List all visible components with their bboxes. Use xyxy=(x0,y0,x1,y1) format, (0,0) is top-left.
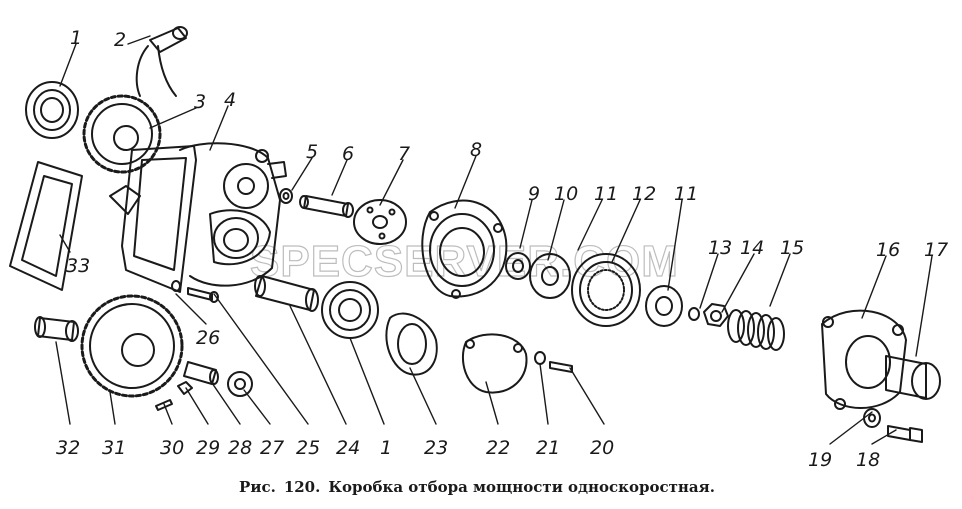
flange-part-7 xyxy=(353,199,407,245)
part-labels: 1 2 3 4 5 6 7 8 9 10 11 12 11 13 14 15 1… xyxy=(56,27,948,471)
housing-part-4 xyxy=(109,142,287,293)
bolt-part-18 xyxy=(887,425,923,443)
label-1-lower: 1 xyxy=(380,437,392,459)
label-23: 23 xyxy=(424,437,448,459)
washer-part-21 xyxy=(534,351,546,365)
bearing-part-1 xyxy=(25,81,79,139)
ring-part-26 xyxy=(171,280,181,292)
bearing-part-1-lower xyxy=(321,281,379,339)
label-26: 26 xyxy=(196,327,220,349)
label-27: 27 xyxy=(260,437,284,459)
caption-title: Коробка отбора мощности односкоростная. xyxy=(328,478,715,496)
roller-bearing-part-32 xyxy=(34,316,79,342)
watermark: SPECSERVER.COM xyxy=(250,237,679,286)
label-2: 2 xyxy=(114,29,126,51)
label-14: 14 xyxy=(740,237,764,259)
label-5: 5 xyxy=(306,141,318,163)
label-12: 12 xyxy=(632,183,656,205)
nut-part-29 xyxy=(177,381,193,395)
washer-part-11 xyxy=(645,285,683,327)
spring-part-15 xyxy=(727,309,785,351)
pin-part-28 xyxy=(183,361,219,385)
label-19: 19 xyxy=(808,449,832,471)
label-4: 4 xyxy=(224,89,236,111)
label-31: 31 xyxy=(102,437,126,459)
ring-part-9 xyxy=(505,252,531,280)
bolt-part-25 xyxy=(187,287,219,303)
end-cover-part-16 xyxy=(821,309,907,410)
label-21: 21 xyxy=(536,437,560,459)
label-6: 6 xyxy=(342,143,354,165)
gear-part-3 xyxy=(82,94,162,174)
label-10: 10 xyxy=(554,183,578,205)
label-3: 3 xyxy=(194,91,206,113)
shaft-end-part-17 xyxy=(885,355,941,400)
washer-part-27 xyxy=(227,371,253,397)
label-1: 1 xyxy=(70,27,82,49)
shift-fork-part-2 xyxy=(135,26,188,97)
label-7: 7 xyxy=(398,143,410,165)
sleeve-part-24 xyxy=(254,275,319,312)
label-16: 16 xyxy=(876,239,900,261)
screw-part-20 xyxy=(549,361,573,373)
caption-prefix: Рис. xyxy=(239,478,276,496)
nut-part-14 xyxy=(703,303,729,327)
figure-caption: Рис. 120. Коробка отбора мощности односкор… xyxy=(0,478,962,496)
label-9: 9 xyxy=(528,183,540,205)
cover-plate-part-22 xyxy=(461,333,528,394)
cover-part-8 xyxy=(421,199,508,299)
label-8: 8 xyxy=(470,139,482,161)
label-25: 25 xyxy=(296,437,320,459)
diaphragm-part-12 xyxy=(571,253,641,327)
label-13: 13 xyxy=(708,237,732,259)
gasket-part-23 xyxy=(385,312,438,376)
label-22: 22 xyxy=(486,437,510,459)
label-11: 11 xyxy=(594,183,618,205)
label-17: 17 xyxy=(924,239,948,261)
label-32: 32 xyxy=(56,437,80,459)
bolt-part-30 xyxy=(155,399,173,411)
ring-part-13 xyxy=(688,307,700,321)
label-11-second: 11 xyxy=(674,183,698,205)
washer-part-5 xyxy=(279,188,293,204)
gasket-part-33 xyxy=(9,161,83,291)
large-gear-part-31 xyxy=(80,294,184,398)
caption-number: 120. xyxy=(283,478,321,496)
label-24: 24 xyxy=(336,437,360,459)
label-18: 18 xyxy=(856,449,880,471)
label-29: 29 xyxy=(196,437,220,459)
label-30: 30 xyxy=(160,437,184,459)
label-20: 20 xyxy=(590,437,614,459)
label-15: 15 xyxy=(780,237,804,259)
label-28: 28 xyxy=(228,437,252,459)
disc-part-10 xyxy=(529,253,571,299)
washer-part-19 xyxy=(863,408,881,428)
label-33: 33 xyxy=(66,255,90,277)
shaft-part-6 xyxy=(299,195,354,218)
